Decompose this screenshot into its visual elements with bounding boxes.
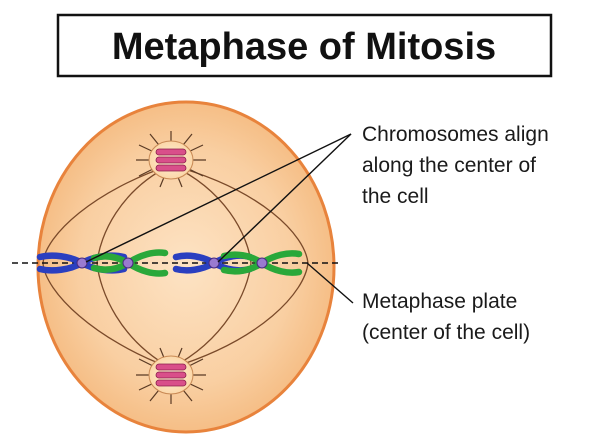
centromere: [122, 257, 134, 269]
annotation-chromosomes-line1: Chromosomes align: [362, 123, 549, 146]
leader-line-plate: [306, 262, 354, 304]
centromere: [76, 257, 88, 269]
annotation-plate-line1: Metaphase plate: [362, 290, 517, 313]
annotation-chromosomes-line3: the cell: [362, 185, 429, 208]
annotation-chromosomes: Chromosomes align along the center of th…: [362, 123, 549, 208]
centriole-top: [155, 148, 187, 172]
centrosome-bottom: [136, 347, 206, 404]
centromere: [208, 257, 220, 269]
chromosome-4: [220, 250, 303, 276]
annotation-plate-line2: (center of the cell): [362, 321, 530, 344]
annotation-plate: Metaphase plate (center of the cell): [362, 290, 530, 344]
title-box: Metaphase of Mitosis: [56, 13, 553, 78]
centromere: [256, 257, 268, 269]
centriole-bottom: [155, 363, 187, 387]
leader-line-chromosomes-2: [217, 133, 352, 263]
leader-lines: [85, 133, 354, 304]
annotation-chromosomes-line2: along the center of: [362, 154, 536, 177]
title: Metaphase of Mitosis: [112, 26, 496, 68]
centrosome-top: [136, 131, 206, 188]
leader-line-chromosomes-1: [85, 133, 352, 263]
